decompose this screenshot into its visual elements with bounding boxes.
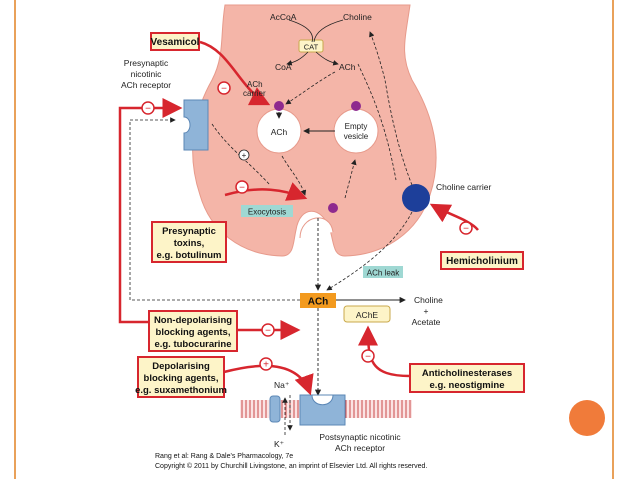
svg-text:−: −	[145, 104, 151, 115]
depol-box	[137, 356, 225, 398]
decorative-orange-circle	[569, 400, 605, 436]
svg-text:Presynaptic: Presynaptic	[162, 226, 216, 237]
exocytosis-dot	[328, 203, 338, 213]
exocytosis-label-bg	[241, 205, 293, 217]
slide-border-left	[14, 0, 16, 479]
acetate-label: Acetate	[412, 317, 441, 327]
vesamicol-label: Vesamicol	[151, 37, 200, 48]
svg-text:ACh: ACh	[247, 80, 263, 89]
cat-badge	[298, 39, 324, 53]
vesamicol-box	[150, 32, 200, 51]
toxins-box	[151, 221, 227, 263]
svg-text:ACh receptor: ACh receptor	[335, 443, 385, 453]
postsynaptic-membrane-right	[340, 400, 412, 418]
ache-box	[343, 305, 391, 323]
postsynaptic-receptor-shape	[299, 394, 346, 426]
svg-text:Empty: Empty	[345, 122, 368, 131]
svg-text:e.g. suxamethonium: e.g. suxamethonium	[135, 385, 227, 396]
nondepol-inhibit-marker: −	[261, 323, 275, 337]
toxin-inhibit-marker: −	[235, 180, 249, 194]
vesamicol-inhibit-marker: −	[217, 81, 231, 95]
svg-text:Anticholinesterases: Anticholinesterases	[422, 368, 512, 379]
choline-carrier-label: Choline carrier	[436, 182, 491, 192]
exocytosis-pore	[299, 217, 334, 239]
ach-leak-label-bg	[363, 266, 403, 278]
svg-text:Depolarising: Depolarising	[152, 361, 210, 372]
presynaptic-receptor-inhibit-marker: −	[141, 101, 155, 115]
svg-text:+: +	[263, 360, 269, 371]
exocytosis-label: Exocytosis	[248, 208, 286, 217]
svg-text:blocking agents,: blocking agents,	[156, 327, 231, 338]
svg-text:carrier: carrier	[243, 89, 266, 98]
svg-text:ACh receptor: ACh receptor	[121, 80, 171, 90]
antichol-inhibit-marker: −	[361, 349, 375, 363]
facilitation-plus-marker	[238, 149, 250, 161]
svg-text:−: −	[221, 84, 227, 95]
cat-label: CAT	[304, 43, 319, 52]
ach-cleft-badge	[300, 293, 336, 308]
svg-text:e.g. tubocurarine: e.g. tubocurarine	[154, 339, 231, 350]
empty-vesicle-dot	[351, 101, 361, 111]
coa-label: CoA	[275, 62, 292, 72]
svg-text:−: −	[265, 326, 271, 337]
ach-top-label: ACh	[339, 62, 356, 72]
svg-text:Presynaptic: Presynaptic	[124, 58, 169, 68]
nondepol-box	[148, 310, 238, 352]
choline-product-label: Choline	[414, 295, 443, 305]
ion-channel-left	[269, 395, 281, 423]
svg-text:Non-depolarising: Non-depolarising	[154, 315, 232, 326]
svg-text:Hemicholinium: Hemicholinium	[446, 256, 518, 267]
vesicle-ach-label: ACh	[271, 127, 288, 137]
hemicholinium-inhibit-marker: −	[459, 221, 473, 235]
svg-text:+: +	[424, 306, 429, 316]
svg-text:toxins,: toxins,	[174, 238, 205, 249]
svg-text:−: −	[463, 224, 469, 235]
svg-text:+: +	[242, 151, 247, 160]
presynaptic-receptor-shape	[183, 99, 209, 151]
svg-text:vesicle: vesicle	[344, 132, 369, 141]
svg-text:Postsynaptic nicotinic: Postsynaptic nicotinic	[319, 432, 401, 442]
choline-top-label: Choline	[343, 12, 372, 22]
svg-text:e.g. neostigmine: e.g. neostigmine	[430, 380, 505, 391]
ach-cleft-label: ACh	[308, 297, 329, 308]
ach-leak-label: ACh leak	[367, 269, 400, 278]
accoa-label: AcCoA	[270, 12, 297, 22]
hemicholinium-box	[440, 251, 524, 270]
svg-text:blocking agents,: blocking agents,	[144, 373, 219, 384]
svg-text:nicotinic: nicotinic	[131, 69, 162, 79]
svg-text:−: −	[365, 352, 371, 363]
slide-border-right	[612, 0, 614, 479]
ache-label: AChE	[356, 310, 379, 320]
caption-line-2: Copyright © 2011 by Churchill Livingston…	[155, 462, 427, 470]
svg-text:−: −	[239, 183, 245, 194]
vesicle-carrier-dot	[274, 101, 284, 111]
na-label: Na⁺	[274, 380, 290, 390]
choline-carrier-shape	[402, 184, 430, 212]
svg-text:e.g. botulinum: e.g. botulinum	[157, 250, 222, 261]
caption-line-1: Rang et al: Rang & Dale's Pharmacology, …	[155, 453, 293, 460]
empty-vesicle	[333, 108, 379, 154]
depol-activate-marker: +	[259, 357, 273, 371]
antichol-box	[409, 363, 525, 393]
k-label: K⁺	[274, 439, 285, 449]
